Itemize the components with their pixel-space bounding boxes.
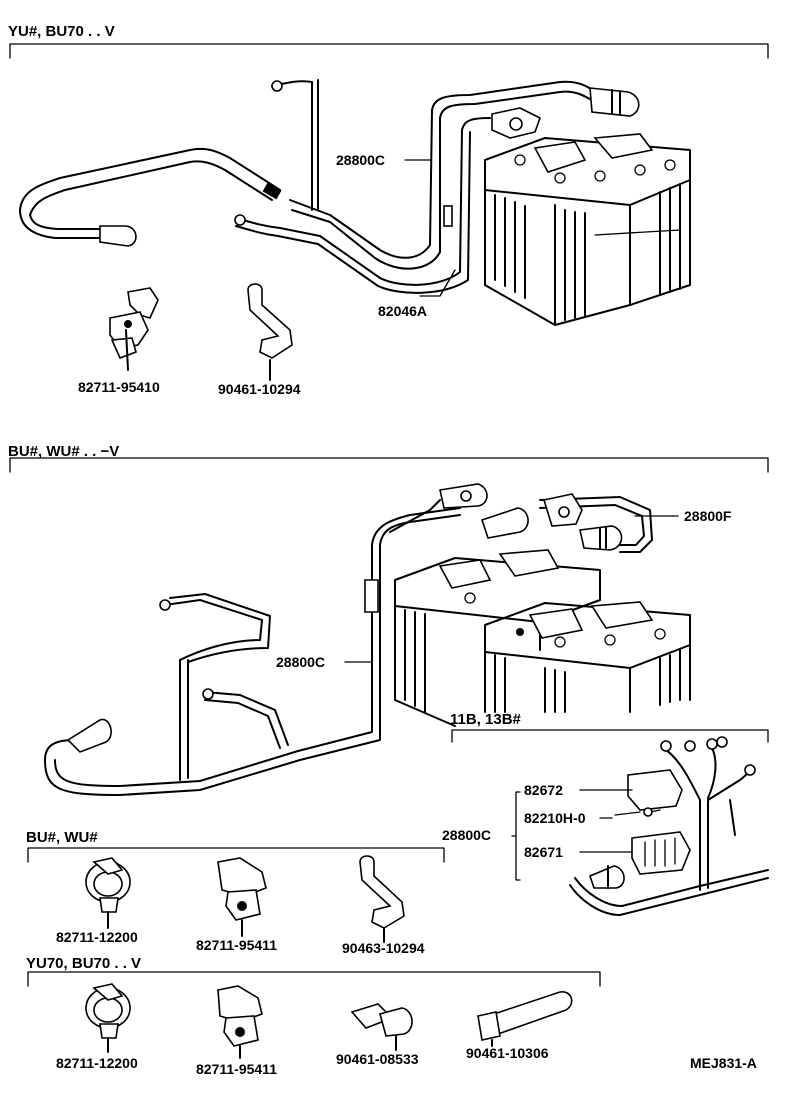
bracket-90463-10294	[359, 855, 405, 943]
label-yu-terminal: 90461-08533	[336, 1051, 419, 1067]
wire-harness-inset	[569, 736, 769, 916]
bracket-90461-10306	[477, 991, 573, 1047]
label-mid-28800f: 28800F	[684, 508, 732, 524]
battery-cable-28800c-top	[19, 79, 640, 270]
label-yu-clamp2: 82711-95411	[196, 1061, 277, 1077]
callout-brace	[511, 791, 521, 881]
section-bu-wu-title: BU#, WU#	[26, 829, 98, 846]
terminal-90461-08533	[350, 1003, 413, 1051]
label-top-28800c: 28800C	[336, 152, 385, 168]
section-bu-wu: BU#, WU# 82711-12200 82711-95411 90463-1…	[26, 829, 445, 956]
label-top-bracket: 90461-10294	[218, 381, 301, 397]
section-top: YU#, BU70 . . V	[8, 23, 769, 397]
section-yu70-title: YU70, BU70 . . V	[26, 955, 141, 972]
section-inset-title: 11B, 13B#	[450, 711, 522, 728]
section-bu-wu-bracket	[27, 847, 445, 863]
label-top-clamp: 82711-95410	[78, 379, 160, 395]
battery-pair-middle	[394, 549, 691, 727]
label-bu-bracket: 90463-10294	[342, 940, 425, 956]
section-top-title: YU#, BU70 . . V	[8, 23, 115, 40]
section-top-bracket	[9, 43, 769, 59]
section-middle-bracket	[9, 457, 769, 473]
section-yu70: YU70, BU70 . . V 82711-12200 82711-95411…	[26, 955, 601, 1077]
battery-top	[484, 133, 691, 326]
label-top-82046a: 82046A	[378, 303, 427, 319]
section-inset: 11B, 13B# 82672 82210H-0 82671	[442, 711, 769, 916]
label-yu-bracket: 90461-10306	[466, 1045, 549, 1061]
battery-cable-82046a	[234, 117, 491, 294]
label-inset-82672: 82672	[524, 782, 563, 798]
bracket-90461-10294	[247, 283, 293, 381]
section-middle: BU#, WU# . . −V	[8, 443, 769, 796]
clamp-82711-12200-yu	[85, 983, 131, 1053]
label-inset-82671: 82671	[524, 844, 563, 860]
label-mid-28800c: 28800C	[276, 654, 325, 670]
clamp-82711-12200-bu	[85, 857, 131, 929]
battery-cable-28800c-middle	[44, 483, 653, 796]
label-inset-82210h: 82210H-0	[524, 810, 586, 826]
clamp-82711-95411-bu	[217, 857, 267, 937]
label-bu-clamp1: 82711-12200	[56, 929, 138, 945]
section-inset-bracket	[451, 729, 769, 743]
label-bu-clamp2: 82711-95411	[196, 937, 277, 953]
label-inset-28800c: 28800C	[442, 827, 491, 843]
section-middle-title: BU#, WU# . . −V	[8, 443, 119, 460]
section-yu70-bracket	[27, 971, 601, 987]
clamp-82711-95411-yu	[217, 985, 263, 1059]
clamp-82711-95410	[109, 287, 159, 371]
label-yu-clamp1: 82711-12200	[56, 1055, 138, 1071]
diagram-code: MEJ831-A	[690, 1055, 757, 1071]
